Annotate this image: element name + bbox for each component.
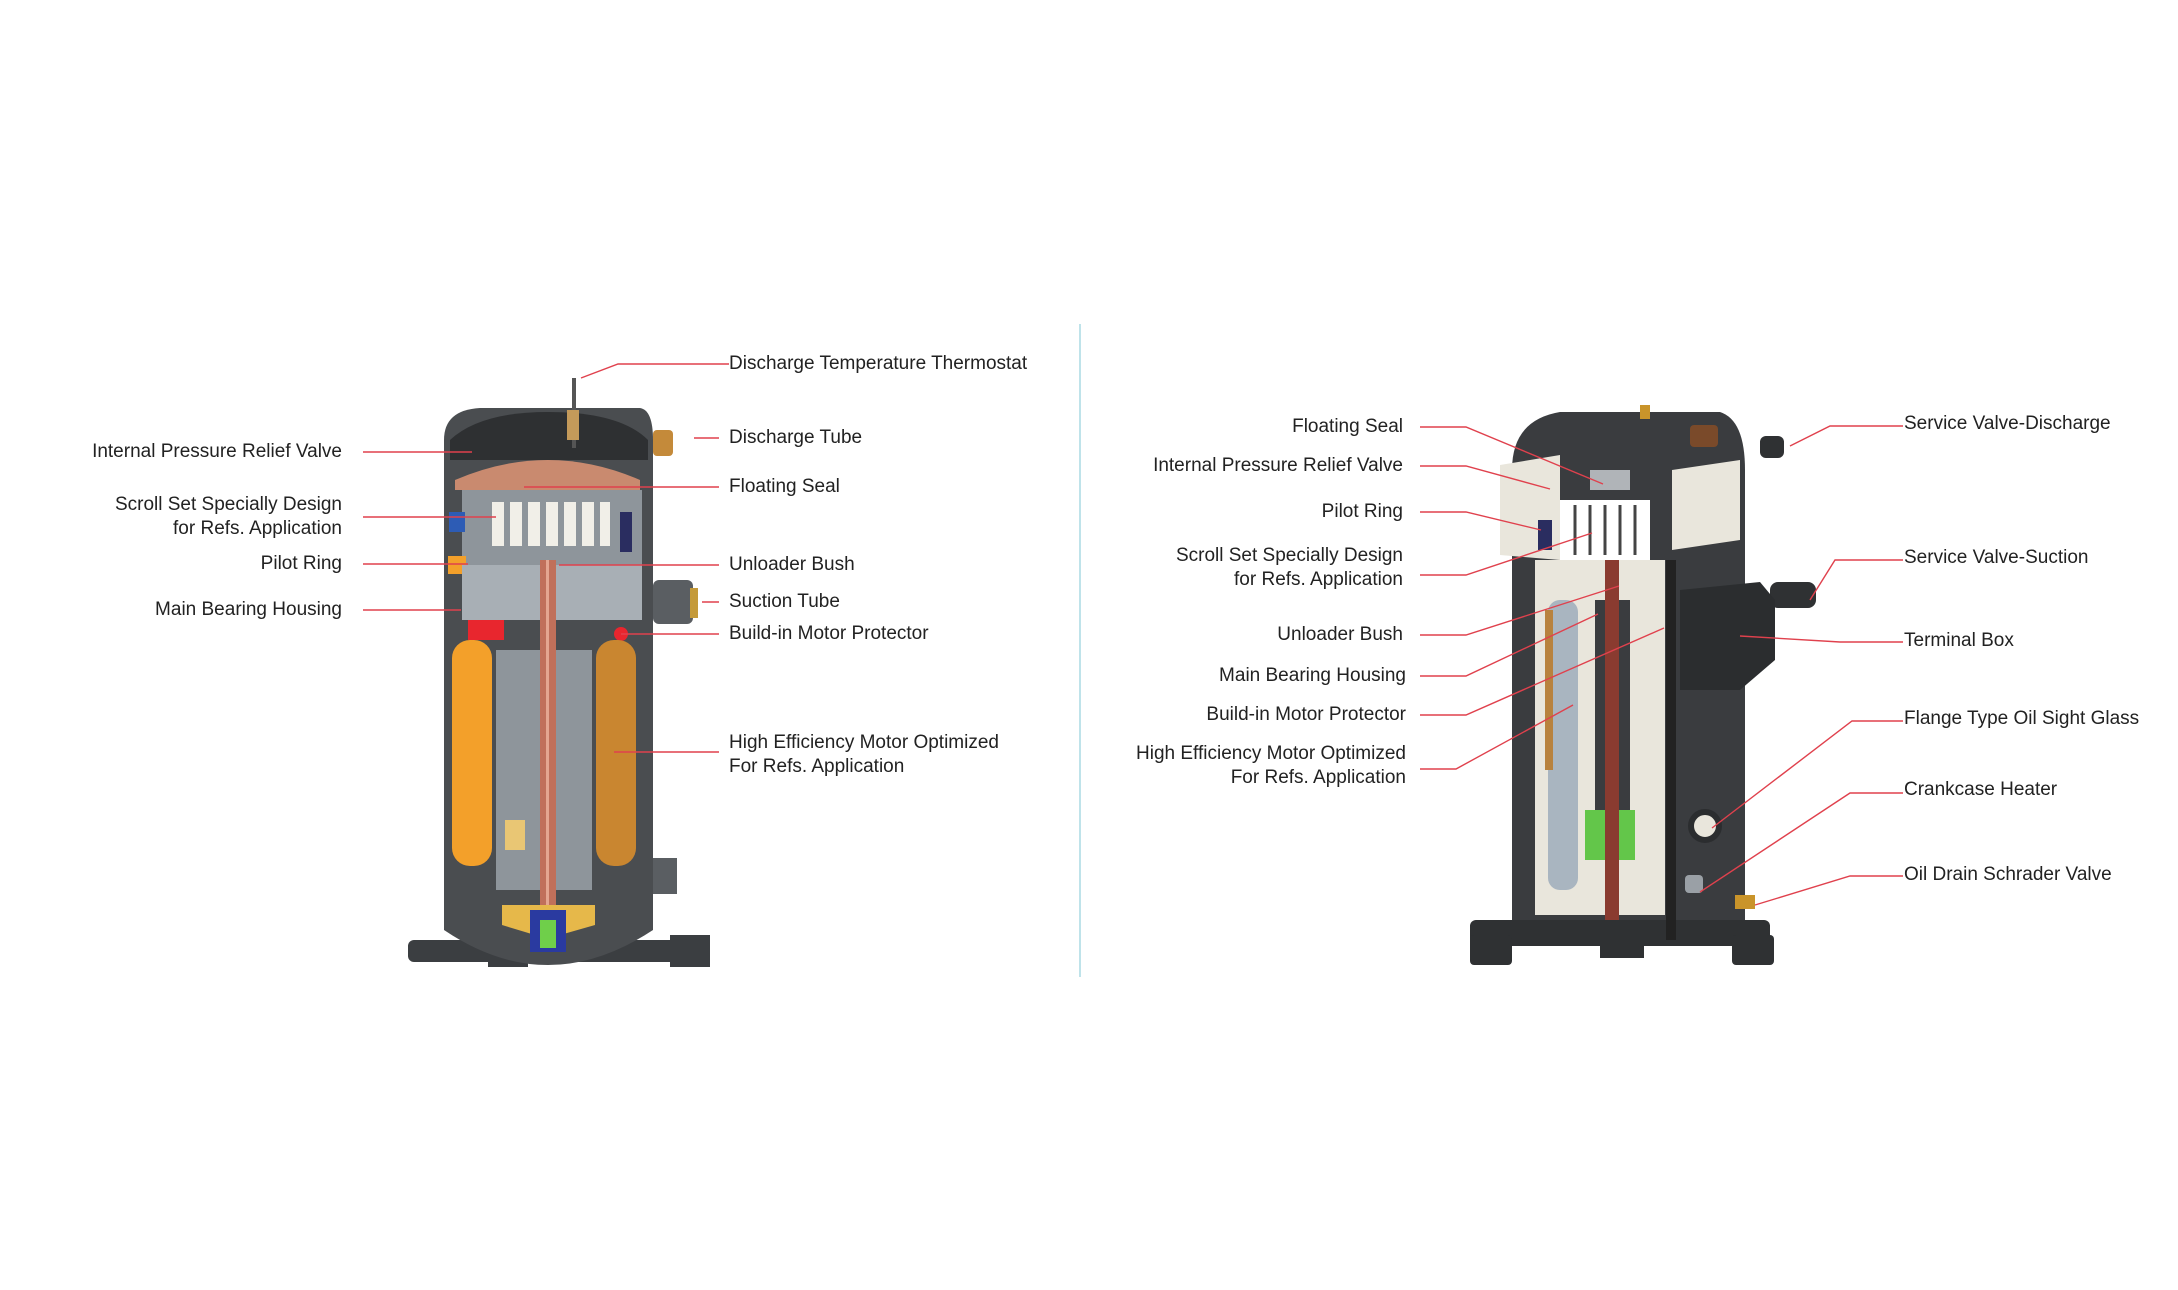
label-suction-tube: Suction Tube <box>729 591 840 612</box>
label-crankcase-heater: Crankcase Heater <box>1904 779 2058 800</box>
label-scroll-set: Scroll Set Specially Design for Refs. Ap… <box>1175 545 1403 590</box>
label-oil-drain-schrader-valve: Oil Drain Schrader Valve <box>1904 864 2112 885</box>
right-compressor-cutaway <box>1470 405 1816 965</box>
label-main-bearing-housing: Main Bearing Housing <box>155 599 342 620</box>
label-motor-protector: Build-in Motor Protector <box>729 623 929 644</box>
label-high-efficiency-motor: High Efficiency Motor Optimized For Refs… <box>1136 743 1406 788</box>
label-internal-pressure-relief-valve: Internal Pressure Relief Valve <box>92 441 342 462</box>
label-internal-pressure-relief-valve: Internal Pressure Relief Valve <box>1153 455 1403 476</box>
label-high-efficiency-motor: High Efficiency Motor Optimized For Refs… <box>729 732 999 777</box>
label-scroll-set: Scroll Set Specially Design for Refs. Ap… <box>114 494 342 539</box>
label-pilot-ring: Pilot Ring <box>1321 501 1403 522</box>
label-discharge-temperature-thermostat: Discharge Temperature Thermostat <box>729 353 1028 374</box>
label-pilot-ring: Pilot Ring <box>260 553 342 574</box>
label-discharge-tube: Discharge Tube <box>729 427 863 448</box>
panel-divider <box>1079 324 1081 977</box>
label-terminal-box: Terminal Box <box>1904 630 2014 651</box>
label-main-bearing-housing: Main Bearing Housing <box>1219 665 1406 686</box>
left-compressor-cutaway <box>408 378 710 967</box>
label-motor-protector: Build-in Motor Protector <box>1206 704 1406 725</box>
label-floating-seal: Floating Seal <box>1292 416 1403 437</box>
label-unloader-bush: Unloader Bush <box>729 554 855 575</box>
leader-lines <box>363 363 1903 906</box>
label-service-valve-suction: Service Valve-Suction <box>1904 547 2089 568</box>
label-oil-sight-glass: Flange Type Oil Sight Glass <box>1904 708 2140 729</box>
label-service-valve-discharge: Service Valve-Discharge <box>1904 413 2111 434</box>
label-floating-seal: Floating Seal <box>729 476 840 497</box>
label-unloader-bush: Unloader Bush <box>1277 624 1403 645</box>
